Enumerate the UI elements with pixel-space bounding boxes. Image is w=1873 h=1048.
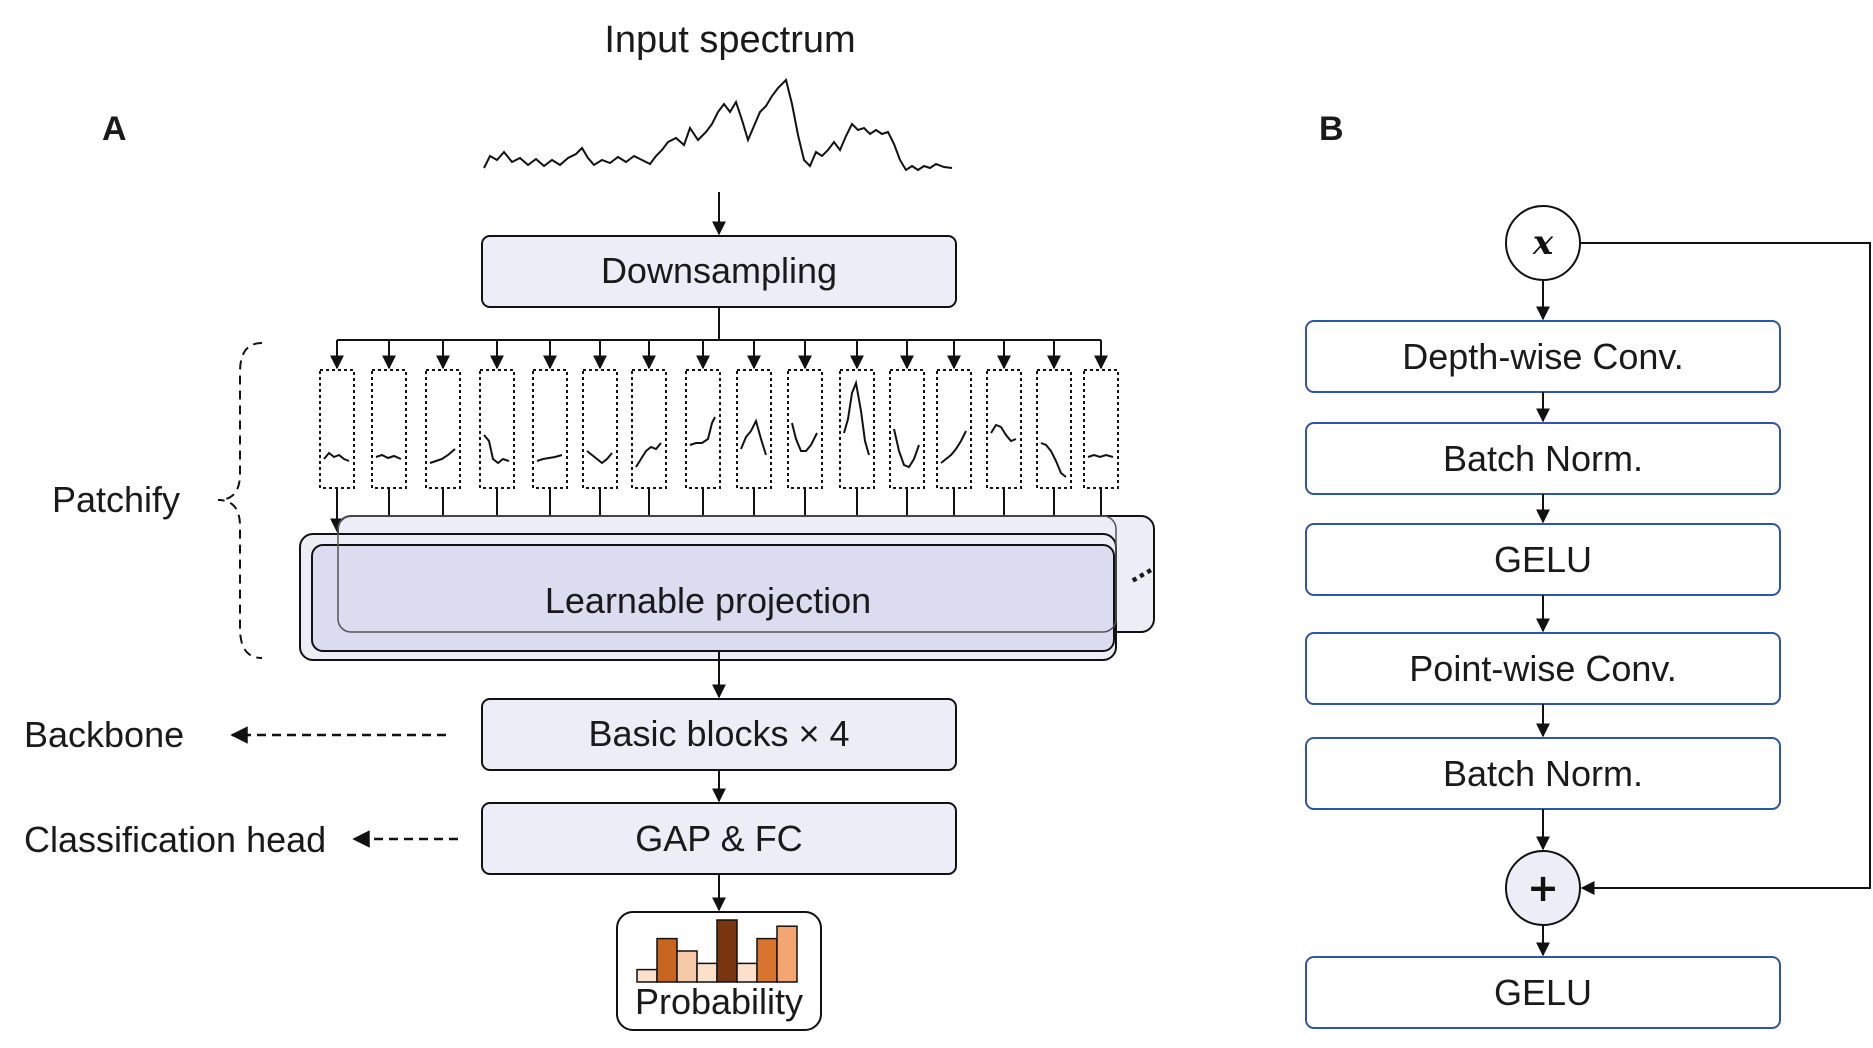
downsampling-label: Downsampling (601, 250, 837, 291)
gelu-2-box (1305, 956, 1781, 1029)
probability-bar (776, 925, 798, 983)
patch-spectrum-segment (740, 418, 767, 456)
panel-a-letter: A (102, 110, 127, 148)
patch-group (319, 340, 1119, 533)
patch-tile (685, 369, 721, 489)
patch-tile (1083, 369, 1119, 489)
classification-head-label: Classification head (24, 819, 326, 860)
basic-blocks-label: Basic blocks × 4 (588, 713, 849, 754)
depthwise-conv-label: Depth-wise Conv. (1402, 336, 1683, 377)
gap-fc-label: GAP & FC (635, 818, 802, 859)
patch-spectrum-segment (1087, 453, 1114, 459)
pointwise-conv-label: Point-wise Conv. (1409, 648, 1676, 689)
patch-spectrum-segment (791, 422, 818, 452)
patch-tile (986, 369, 1022, 489)
input-symbol: x (1532, 223, 1554, 263)
patch-tile (736, 369, 772, 489)
probability-histogram (636, 919, 798, 983)
patch-spectrum-segment (940, 430, 967, 464)
patch-tile (425, 369, 461, 489)
projection-layer-outline (337, 515, 1117, 633)
patchify-brace (217, 342, 263, 659)
patch-spectrum-segment (843, 379, 870, 456)
backbone-label: Backbone (24, 714, 184, 755)
patch-spectrum-segment (990, 423, 1017, 443)
patch-spectrum-segment (323, 451, 350, 462)
patch-tile (319, 369, 355, 489)
patch-tile (1036, 369, 1072, 489)
panel-b-letter: B (1319, 110, 1344, 148)
probability-bar (756, 937, 778, 983)
patchify-label: Patchify (52, 479, 180, 520)
patch-spectrum-segment (689, 416, 716, 446)
patch-spectrum-segment (429, 448, 456, 464)
patch-tile (371, 369, 407, 489)
residual-skip-connection (1580, 242, 1871, 895)
gelu-2-label: GELU (1494, 972, 1592, 1013)
input-spectrum-curve (483, 78, 953, 172)
patch-spectrum-segment (893, 428, 920, 469)
probability-bar (736, 962, 758, 983)
patch-spectrum-segment (375, 453, 402, 460)
input-spectrum-title: Input spectrum (604, 19, 855, 61)
patch-tile (532, 369, 568, 489)
batch-norm-1-label: Batch Norm. (1443, 438, 1643, 479)
gelu-1-label: GELU (1494, 539, 1592, 580)
probability-bar (656, 937, 678, 983)
patch-spectrum-segment (483, 434, 510, 465)
patch-spectrum-segment (586, 450, 613, 465)
add-symbol: + (1527, 866, 1559, 910)
patch-tile (479, 369, 515, 489)
probability-bar (696, 962, 718, 983)
patch-spectrum-segment (536, 454, 563, 462)
patch-tile (889, 369, 925, 489)
patch-tile (631, 369, 667, 489)
probability-bar (716, 919, 738, 983)
projection-label: Learnable projection (545, 580, 871, 621)
patch-spectrum-segment (1040, 442, 1067, 478)
patch-tile (582, 369, 618, 489)
batch-norm-2-label: Batch Norm. (1443, 753, 1643, 794)
patch-tile (936, 369, 972, 489)
probability-label: Probability (635, 981, 803, 1022)
probability-bar (676, 950, 698, 983)
patch-spectrum-segment (635, 442, 662, 468)
projection-layer-front (311, 544, 1115, 652)
